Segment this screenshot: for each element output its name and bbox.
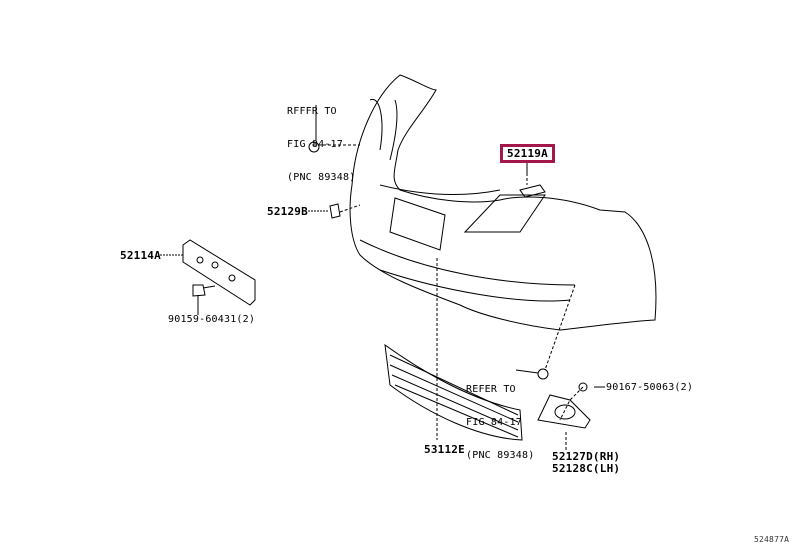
front-bumper-cover [349, 74, 657, 331]
bracket-drawing [182, 239, 256, 306]
bracket-bolt [192, 284, 216, 297]
part-label-fog-cover-rh[interactable]: 52127D(RH) [552, 450, 621, 463]
part-label-cap[interactable]: 52129B [267, 205, 308, 218]
fog-bolt [578, 382, 588, 392]
part-label-52119A-highlighted[interactable]: 52119A [500, 144, 555, 163]
part-label-grille[interactable]: 53112E [424, 443, 465, 456]
callout-line: (PNC 89348) [287, 172, 356, 183]
cap-drawing [329, 203, 341, 219]
clip-top [308, 141, 320, 153]
fog-cover-drawing [537, 394, 591, 429]
refer-callout-bottom: REFER TO FIG 84-17 (PNC 89348) [466, 362, 534, 472]
part-label-bracket[interactable]: 52114A [120, 249, 161, 262]
diagram-code: 524877A [754, 535, 790, 544]
part-label-fog-bolt[interactable]: 90167-50063(2) [606, 382, 694, 393]
clip-bottom [537, 368, 549, 380]
callout-line: FIG 84-17 [466, 417, 522, 428]
callout-line: FIG 84-17 [287, 139, 343, 150]
part-label-bracket-bolt[interactable]: 90159-60431(2) [168, 314, 256, 325]
callout-line: (PNC 89348) [466, 450, 535, 461]
callout-line: RFFFR TO [287, 106, 337, 117]
callout-line: REFER TO [466, 384, 516, 395]
refer-callout-top: RFFFR TO FIG 84-17 (PNC 89348) [287, 84, 355, 194]
part-label-fog-cover-lh[interactable]: 52128C(LH) [552, 462, 621, 475]
